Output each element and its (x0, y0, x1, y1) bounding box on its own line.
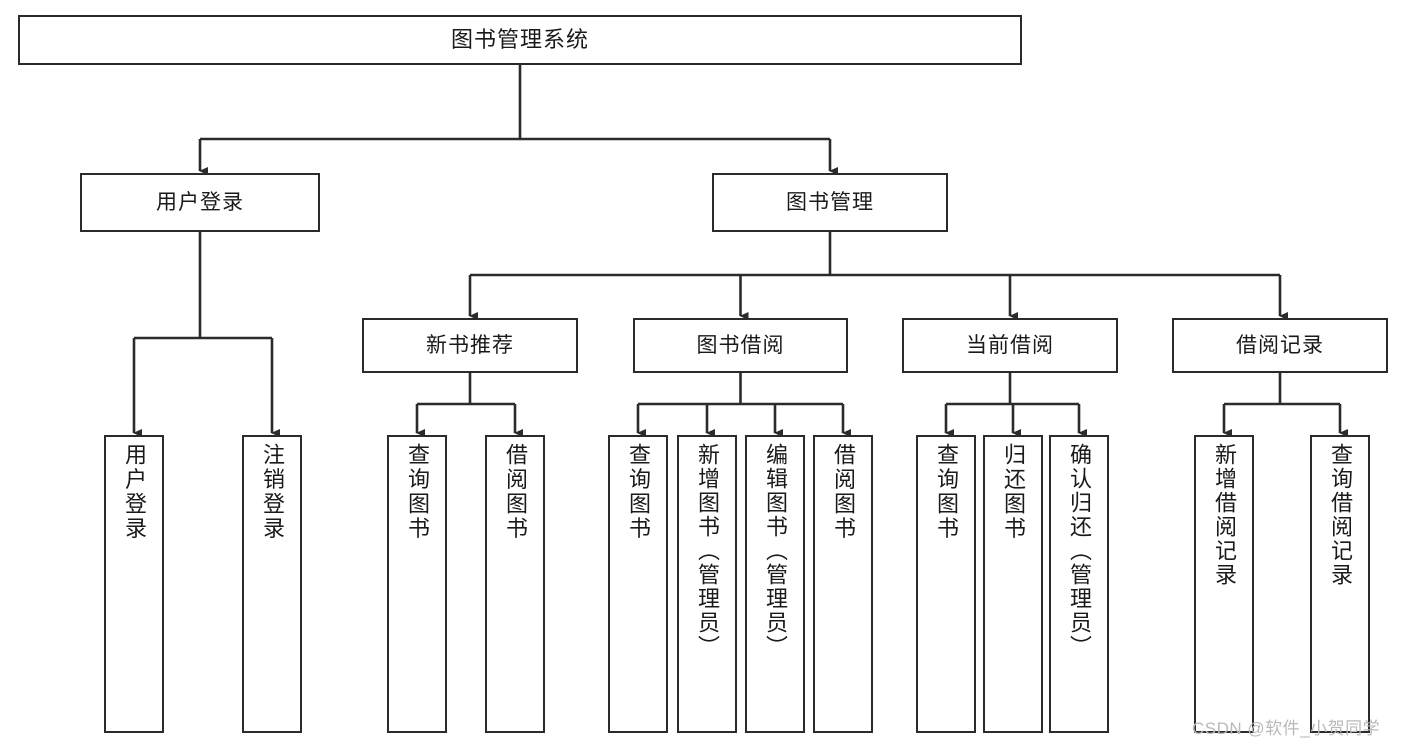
node-label: 用户登录 (156, 190, 244, 214)
node-label: 查询图书 (934, 443, 959, 541)
node-label: 借阅图书 (503, 443, 528, 541)
node-leaf-borrow-book-1[interactable]: 借阅图书 (485, 435, 545, 733)
node-leaf-query-record[interactable]: 查询借阅记录 (1310, 435, 1370, 733)
node-label: 图书管理 (786, 190, 874, 214)
node-label: 图书借阅 (696, 333, 785, 357)
node-label: 当前借阅 (966, 333, 1054, 357)
node-label: 查询图书 (626, 443, 651, 541)
node-user-login[interactable]: 用户登录 (80, 173, 320, 232)
node-label: 用户登录 (122, 443, 147, 541)
node-current-borrow[interactable]: 当前借阅 (902, 318, 1118, 373)
node-leaf-return-book[interactable]: 归还图书 (983, 435, 1043, 733)
node-label: 新书推荐 (426, 333, 514, 357)
node-leaf-edit-book[interactable]: 编辑图书（管理员） (745, 435, 805, 733)
node-leaf-query-book-1[interactable]: 查询图书 (387, 435, 447, 733)
node-label: 归还图书 (1001, 443, 1026, 541)
node-label: 确认归还（管理员） (1067, 443, 1092, 659)
node-leaf-query-book-2[interactable]: 查询图书 (608, 435, 668, 733)
node-label: 新增图书（管理员） (695, 443, 720, 659)
node-leaf-user-login[interactable]: 用户登录 (104, 435, 164, 733)
node-leaf-borrow-book-2[interactable]: 借阅图书 (813, 435, 873, 733)
node-book-borrow[interactable]: 图书借阅 (633, 318, 848, 373)
node-root[interactable]: 图书管理系统 (18, 15, 1022, 65)
node-label: 查询借阅记录 (1328, 443, 1353, 587)
csdn-watermark: CSDN @软件_小贺同学 (1192, 719, 1381, 738)
node-label: 借阅记录 (1236, 333, 1324, 357)
node-leaf-query-book-3[interactable]: 查询图书 (916, 435, 976, 733)
node-label: 借阅图书 (831, 443, 856, 541)
node-borrow-record[interactable]: 借阅记录 (1172, 318, 1388, 373)
node-leaf-add-record[interactable]: 新增借阅记录 (1194, 435, 1254, 733)
node-book-manage[interactable]: 图书管理 (712, 173, 948, 232)
node-label: 查询图书 (405, 443, 430, 541)
node-new-book-recommend[interactable]: 新书推荐 (362, 318, 578, 373)
node-label: 图书管理系统 (450, 26, 589, 52)
node-label: 新增借阅记录 (1212, 443, 1237, 587)
node-leaf-add-book[interactable]: 新增图书（管理员） (677, 435, 737, 733)
node-label: 注销登录 (260, 443, 285, 541)
node-label: 编辑图书（管理员） (763, 443, 788, 659)
node-leaf-logout[interactable]: 注销登录 (242, 435, 302, 733)
node-leaf-confirm-return[interactable]: 确认归还（管理员） (1049, 435, 1109, 733)
